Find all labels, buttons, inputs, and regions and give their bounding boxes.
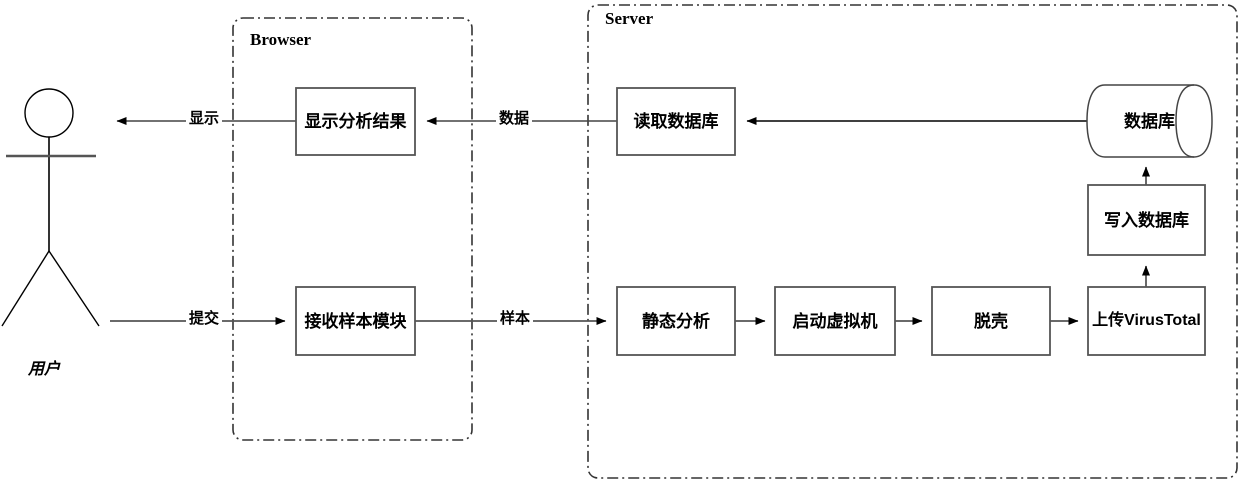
node-shape-database[interactable] <box>1086 84 1213 158</box>
group-label-browser: Browser <box>250 30 312 49</box>
edge-label-submit: 提交 <box>186 311 223 326</box>
node-shape-read-db[interactable] <box>616 87 736 156</box>
node-shape-static-analysis[interactable] <box>616 286 736 356</box>
node-shape-start-vm[interactable] <box>774 286 896 356</box>
node-shape-write-db[interactable] <box>1087 184 1206 256</box>
group-region-server <box>587 4 1238 479</box>
edge-label-sample: 样本 <box>497 311 534 326</box>
user-actor-label: 用户 <box>28 361 61 378</box>
node-shape-unpack[interactable] <box>931 286 1051 356</box>
user-actor-figure <box>1 88 100 327</box>
node-shape-upload-vt[interactable] <box>1087 286 1206 356</box>
node-shape-receive-sample[interactable] <box>295 286 416 356</box>
edge-label-show: 显示 <box>186 111 223 126</box>
edge-label-data: 数据 <box>496 111 533 126</box>
group-label-server: Server <box>605 9 654 28</box>
node-shape-show-result[interactable] <box>295 87 416 156</box>
group-region-browser <box>232 17 473 441</box>
